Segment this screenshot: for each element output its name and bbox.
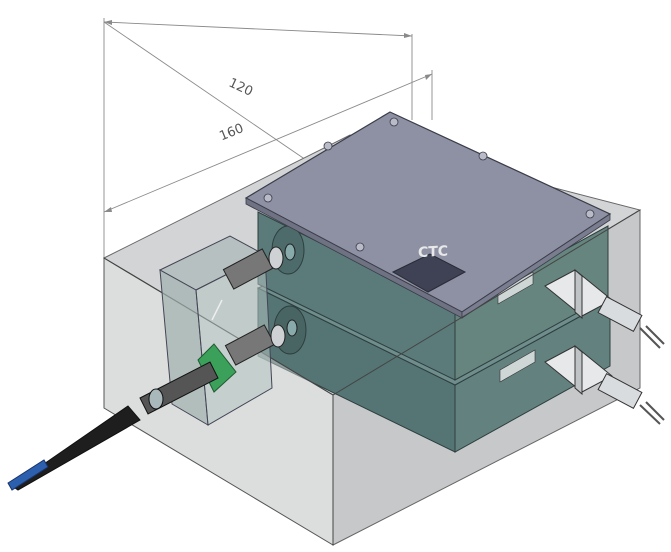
dimension-label-width: 120: [226, 76, 255, 100]
right-connector-lower: [544, 344, 665, 425]
lid-screws: [263, 117, 595, 252]
right-connector-upper: [544, 268, 665, 349]
fiber-adapter-upper: [222, 243, 296, 290]
module-lid: CTC: [244, 111, 612, 319]
dimension-label-depth: 160: [217, 121, 246, 144]
lower-connector-strip: [499, 349, 536, 383]
brand-logo-text: CTC: [418, 244, 448, 262]
fiber-cable: [7, 361, 219, 491]
fiber-adapter-lower: [224, 319, 298, 366]
brand-logo-plate: CTC: [391, 244, 467, 293]
dimension-arrows: [104, 20, 432, 212]
